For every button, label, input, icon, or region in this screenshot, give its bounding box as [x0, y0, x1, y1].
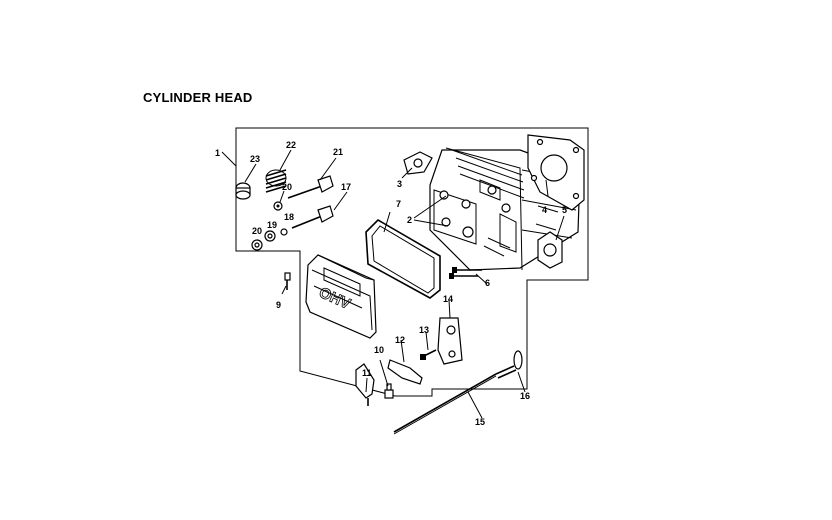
exhaust-valve-part[interactable] [287, 175, 334, 199]
callout-10: 10 [374, 345, 384, 355]
callout-15: 15 [475, 417, 485, 427]
callout-2: 2 [407, 215, 412, 225]
breather-bolt[interactable] [284, 272, 291, 290]
assembly-boundary [235, 127, 589, 397]
callout-20a: 20 [282, 182, 292, 192]
callout-11: 11 [362, 368, 372, 378]
valve-tappet[interactable] [495, 350, 523, 379]
valve-spring-part[interactable] [265, 169, 287, 193]
callout-22: 22 [286, 140, 296, 150]
callout-17: 17 [341, 182, 351, 192]
callout-4: 4 [542, 205, 547, 215]
callout-6: 6 [485, 278, 490, 288]
callout-1: 1 [215, 148, 220, 158]
callout-numbers: 1 2 3 4 5 6 7 9 10 11 12 13 14 15 16 17 … [215, 140, 567, 427]
valve-cover-gasket[interactable] [365, 218, 441, 299]
callout-13: 13 [419, 325, 429, 335]
callout-14: 14 [443, 294, 453, 304]
callout-16: 16 [520, 391, 530, 401]
head-bolts[interactable] [449, 267, 482, 279]
callout-3: 3 [397, 179, 402, 189]
callout-12: 12 [395, 335, 405, 345]
callout-5: 5 [562, 205, 567, 215]
breather-plate[interactable] [355, 363, 375, 399]
callout-7: 7 [396, 199, 401, 209]
callout-21: 21 [333, 147, 343, 157]
intake-valve-part[interactable] [291, 205, 334, 229]
callout-23: 23 [250, 154, 260, 164]
breather-gasket[interactable] [437, 317, 463, 365]
callout-9: 9 [276, 300, 281, 310]
breather-fitting[interactable] [384, 383, 394, 399]
callout-20b: 20 [252, 226, 262, 236]
leader-lines [221, 149, 565, 419]
push-rod[interactable] [393, 373, 497, 433]
callout-19: 19 [267, 220, 277, 230]
page-title: CYLINDER HEAD [143, 90, 253, 105]
valve-cover-part[interactable]: OHV [305, 254, 377, 339]
reed-screw[interactable] [420, 349, 437, 360]
reed-valve[interactable] [387, 359, 423, 385]
valve-cap-part[interactable] [235, 182, 251, 200]
callout-18: 18 [284, 212, 294, 222]
